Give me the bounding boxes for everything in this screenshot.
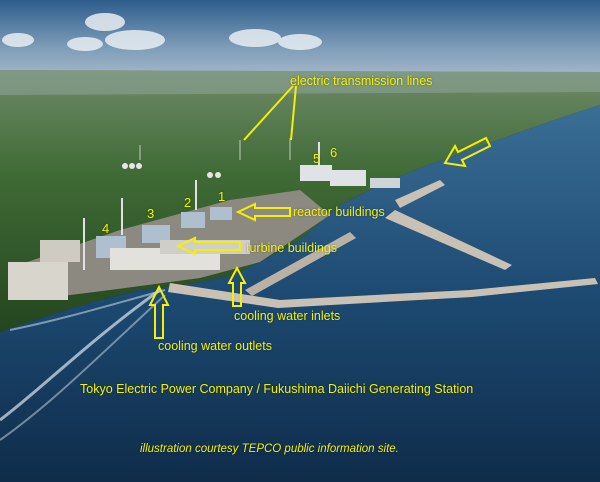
- exhaust-stacks: [83, 142, 320, 270]
- reactor-number-3: 3: [147, 206, 155, 221]
- turbine-arrow: [175, 236, 241, 256]
- outlets-arrow: [148, 284, 170, 339]
- transmission-pointer-right: [290, 85, 297, 141]
- tanks: [122, 163, 221, 178]
- reactor-number-5: 5: [313, 151, 321, 166]
- buildings: [8, 165, 400, 300]
- label-cooling-water-inlets: cooling water inlets: [234, 309, 341, 323]
- ocean-arrow: [443, 136, 492, 168]
- caption-title: Tokyo Electric Power Company / Fukushima…: [80, 382, 474, 396]
- north-breakwater: [385, 210, 512, 270]
- annotation-marks: [148, 85, 492, 339]
- inlets-arrow: [227, 265, 247, 307]
- caption-credit: illustration courtesy TEPCO public infor…: [140, 443, 399, 455]
- reactor-number-6: 6: [330, 145, 338, 160]
- transmission-pylons: [139, 138, 291, 160]
- label-cooling-water-outlets: cooling water outlets: [158, 339, 272, 353]
- ocean: [0, 105, 600, 482]
- label-transmission-lines: electric transmission lines: [290, 74, 433, 88]
- south-breakwater: [168, 278, 598, 308]
- reactor-number-4: 4: [102, 221, 110, 236]
- label-reactor-buildings: reactor buildings: [293, 205, 385, 219]
- label-turbine-buildings: turbine buildings: [246, 241, 338, 255]
- reactor-arrow: [235, 202, 291, 222]
- reactor-number-2: 2: [184, 195, 192, 210]
- transmission-pointer-left: [243, 85, 294, 141]
- reactor-number-1: 1: [218, 189, 226, 204]
- inlet-jetty: [245, 232, 356, 296]
- clouds: [2, 13, 322, 51]
